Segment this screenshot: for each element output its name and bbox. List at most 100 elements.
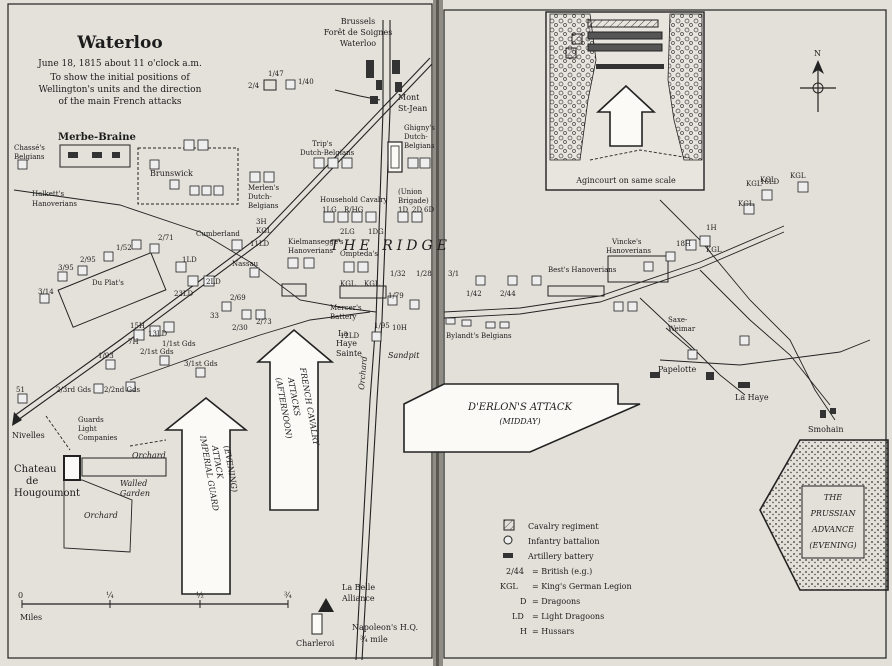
svg-text:Halkett's: Halkett's <box>32 190 64 198</box>
nivelles-road <box>13 57 431 417</box>
svg-text:1H: 1H <box>706 224 717 232</box>
svg-text:Light: Light <box>78 425 97 433</box>
the-ridge-label: THE RIDGE <box>330 238 451 254</box>
chateau-label: Chateau <box>14 464 57 475</box>
svg-text:(Union: (Union <box>398 188 423 196</box>
svg-text:23LD: 23LD <box>174 290 194 298</box>
svg-text:of the main French attacks: of the main French attacks <box>58 97 181 107</box>
svg-text:Hanoverians: Hanoverians <box>288 247 333 255</box>
svg-text:0: 0 <box>18 591 23 600</box>
svg-text:THE: THE <box>824 493 842 502</box>
svg-text:Belgians: Belgians <box>404 142 435 150</box>
hougoumont: Orchard Walled Garden Orchard Guards Lig… <box>45 415 167 553</box>
svg-text:KGL: KGL <box>500 582 518 591</box>
svg-text:1/47: 1/47 <box>268 70 284 78</box>
sandpit-label: Sandpit <box>388 351 420 360</box>
brussels-label: Brussels <box>341 17 375 26</box>
svg-text:2/44: 2/44 <box>506 567 524 576</box>
svg-text:KGL: KGL <box>746 180 762 188</box>
svg-text:Saxe-: Saxe- <box>668 316 688 324</box>
cavalry-symbol-icon <box>503 519 515 531</box>
svg-text:LD: LD <box>512 612 524 621</box>
svg-text:1/95: 1/95 <box>374 322 390 330</box>
svg-text:½: ½ <box>196 591 204 600</box>
svg-text:2D: 2D <box>412 206 422 214</box>
left-frame <box>7 3 433 659</box>
svg-text:Merlen's: Merlen's <box>248 184 279 192</box>
svg-text:Chassé's: Chassé's <box>14 144 45 152</box>
svg-text:1/1st Gds: 1/1st Gds <box>162 340 196 348</box>
svg-text:1/52: 1/52 <box>116 244 132 252</box>
svg-text:6D: 6D <box>424 206 434 214</box>
la-belle-alliance-label: La Belle <box>342 583 375 592</box>
svg-text:¼: ¼ <box>106 591 114 600</box>
svg-text:Hougoumont: Hougoumont <box>14 488 80 499</box>
svg-text:Companies: Companies <box>78 434 118 442</box>
svg-text:1LD: 1LD <box>182 256 197 264</box>
place-names: Brussels Forêt de Soignes Waterloo Mont … <box>12 17 844 648</box>
svg-text:Forêt de Soignes: Forêt de Soignes <box>324 28 393 37</box>
svg-text:Battery: Battery <box>330 313 356 321</box>
svg-text:Cavalry regiment: Cavalry regiment <box>528 522 599 531</box>
roads <box>13 20 871 661</box>
svg-text:= Hussars: = Hussars <box>532 627 574 636</box>
mont-st-jean-label: Mont <box>398 93 420 102</box>
map-title: Waterloo <box>76 33 162 53</box>
svg-text:2/1st Gds: 2/1st Gds <box>140 348 174 356</box>
guards-light-label: Guards <box>78 416 104 424</box>
svg-text:Ompteda's: Ompteda's <box>340 250 378 258</box>
svg-text:7H: 7H <box>128 338 139 346</box>
papelotte-lane <box>639 297 746 396</box>
svg-text:Dutch-: Dutch- <box>404 133 428 141</box>
svg-text:KGL: KGL <box>738 200 754 208</box>
svg-text:2/71: 2/71 <box>158 234 174 242</box>
svg-text:Cumberland: Cumberland <box>196 230 240 238</box>
svg-text:Orchard: Orchard <box>84 511 118 520</box>
svg-text:Vincke's: Vincke's <box>611 238 642 246</box>
svg-text:2LG: 2LG <box>340 228 355 236</box>
svg-text:H: H <box>520 627 527 636</box>
svg-text:Wellington's units and the dir: Wellington's units and the direction <box>39 85 202 95</box>
agincourt-inset: Agincourt on same scale <box>545 11 705 191</box>
svg-text:Household Cavalry: Household Cavalry <box>320 196 387 204</box>
svg-text:2/30: 2/30 <box>232 324 248 332</box>
svg-text:2/2nd Gds: 2/2nd Gds <box>104 386 141 394</box>
svg-text:2/4: 2/4 <box>248 82 260 90</box>
svg-text:Ghigny's: Ghigny's <box>404 124 435 132</box>
svg-text:10H: 10H <box>392 324 407 332</box>
svg-text:2/3rd Gds: 2/3rd Gds <box>56 386 91 394</box>
papelotte-label: Papelotte <box>658 365 696 374</box>
svg-text:KGL: KGL <box>790 172 806 180</box>
la-haye-sainte-label: La <box>338 329 348 338</box>
svg-text:3/95: 3/95 <box>58 264 74 272</box>
orchard-road-label: Orchard <box>357 356 369 390</box>
svg-text:Weimar: Weimar <box>668 325 696 333</box>
svg-text:¾ mile: ¾ mile <box>360 635 388 644</box>
svg-text:18H: 18H <box>676 240 691 248</box>
svg-text:3/14: 3/14 <box>38 288 54 296</box>
orchard-label: Orchard <box>132 451 166 460</box>
scale-bar: 0 ¼ ½ ¾ Miles <box>18 591 292 622</box>
svg-text:2/44: 2/44 <box>500 290 516 298</box>
svg-text:Du Plat's: Du Plat's <box>92 279 124 287</box>
derlon-attack-arrow: D'ERLON'S ATTACK (MIDDAY) <box>403 383 641 453</box>
north-arrow-icon: N <box>800 49 836 112</box>
svg-text:Mercer's: Mercer's <box>330 304 362 312</box>
allied-units-right: Bylandt's Belgians Best's Hanoverians Vi… <box>250 172 836 418</box>
svg-text:Waterloo: Waterloo <box>340 39 376 48</box>
svg-text:13LD: 13LD <box>148 330 168 338</box>
svg-text:KGL: KGL <box>706 246 722 254</box>
svg-text:16LD: 16LD <box>760 178 780 186</box>
nivelles-arrow-icon <box>12 412 22 426</box>
nivelles-label: Nivelles <box>12 431 45 440</box>
svg-text:Dutch-Belgians: Dutch-Belgians <box>300 149 355 157</box>
charleroi-label: Charleroi <box>296 639 335 648</box>
svg-text:Artillery battery: Artillery battery <box>527 552 594 561</box>
svg-text:KGL: KGL <box>340 280 356 288</box>
svg-text:2LD: 2LD <box>206 278 221 286</box>
svg-text:3H: 3H <box>256 218 267 226</box>
svg-text:KGL: KGL <box>256 227 272 235</box>
infantry-symbol-icon <box>503 535 513 545</box>
svg-text:KGL: KGL <box>364 280 380 288</box>
